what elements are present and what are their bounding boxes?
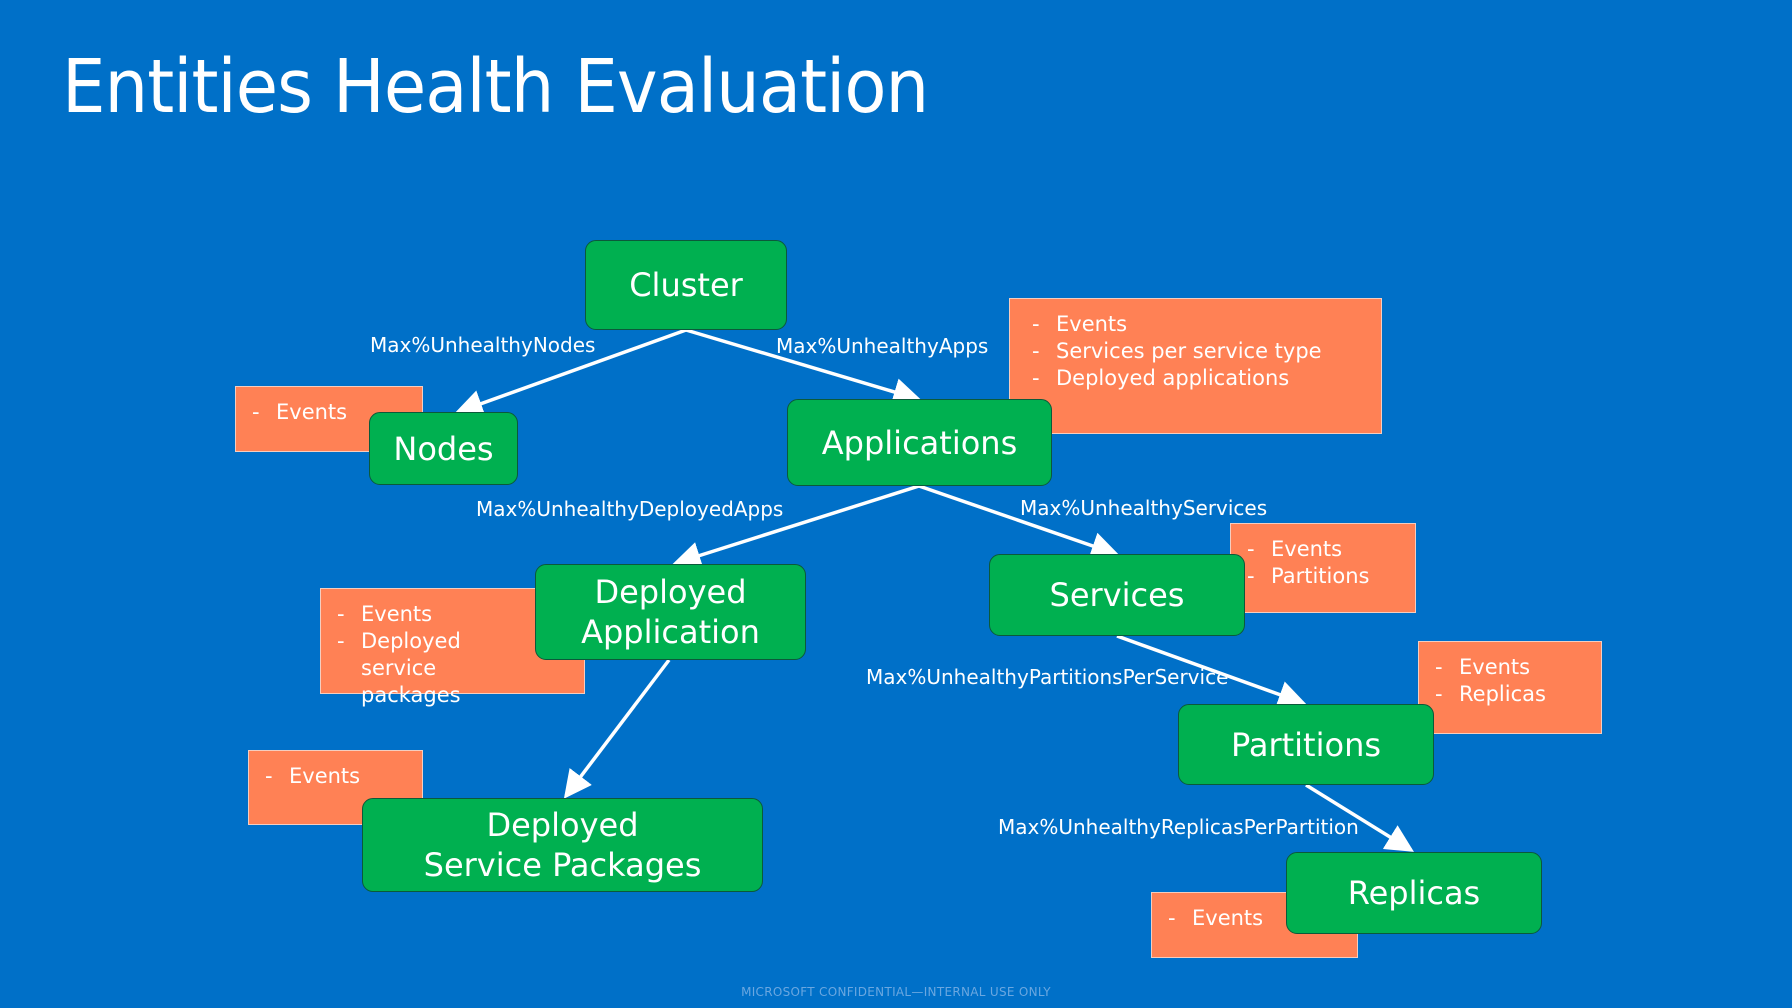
edge-label-partitions: Max%UnhealthyPartitionsPerService xyxy=(866,665,1229,689)
edge-label-replicas: Max%UnhealthyReplicasPerPartition xyxy=(998,815,1359,839)
edge-label-nodes: Max%UnhealthyNodes xyxy=(370,333,596,357)
note-item: Events xyxy=(1245,536,1405,563)
edge-label-services: Max%UnhealthyServices xyxy=(1020,496,1268,520)
note-services: Events Partitions xyxy=(1230,523,1416,613)
node-cluster[interactable]: Cluster xyxy=(585,240,787,330)
note-item: Replicas xyxy=(1433,681,1591,708)
note-item: Deployed applications xyxy=(1030,365,1371,392)
arrow-applications-services xyxy=(918,484,1120,560)
node-partitions[interactable]: Partitions xyxy=(1178,704,1434,785)
note-item: Events xyxy=(335,601,574,628)
edge-label-apps: Max%UnhealthyApps xyxy=(776,334,989,358)
node-deployed-service-packages[interactable]: Deployed Service Packages xyxy=(362,798,763,892)
note-item: Services per service type xyxy=(1030,338,1371,365)
note-item: Events xyxy=(1166,905,1347,932)
node-nodes[interactable]: Nodes xyxy=(369,412,518,485)
node-deployed-application[interactable]: Deployed Application xyxy=(535,564,806,660)
note-item: Events xyxy=(263,763,412,790)
node-applications[interactable]: Applications xyxy=(787,399,1052,486)
note-item: Events xyxy=(1433,654,1591,681)
arrow-services-partitions xyxy=(1116,634,1307,708)
note-partitions: Events Replicas xyxy=(1418,641,1602,734)
slide-title: Entities Health Evaluation xyxy=(62,44,929,130)
node-services[interactable]: Services xyxy=(989,554,1245,636)
arrow-partitions-replicas xyxy=(1305,783,1414,852)
note-item: Deployed service packages xyxy=(335,628,541,709)
arrow-cluster-nodes xyxy=(454,328,687,417)
arrow-applications-deployed-application xyxy=(672,484,920,569)
edge-label-deployed-apps: Max%UnhealthyDeployedApps xyxy=(476,497,784,521)
node-replicas[interactable]: Replicas xyxy=(1286,852,1542,934)
note-item: Events xyxy=(1030,311,1371,338)
confidential-footer: MICROSOFT CONFIDENTIAL—INTERNAL USE ONLY xyxy=(741,985,1051,999)
note-applications: Events Services per service type Deploye… xyxy=(1009,298,1382,434)
note-item: Partitions xyxy=(1245,563,1405,590)
note-item: Events xyxy=(250,399,412,426)
arrow-cluster-applications xyxy=(685,328,922,406)
arrow-deployed-application-packages xyxy=(563,658,671,799)
